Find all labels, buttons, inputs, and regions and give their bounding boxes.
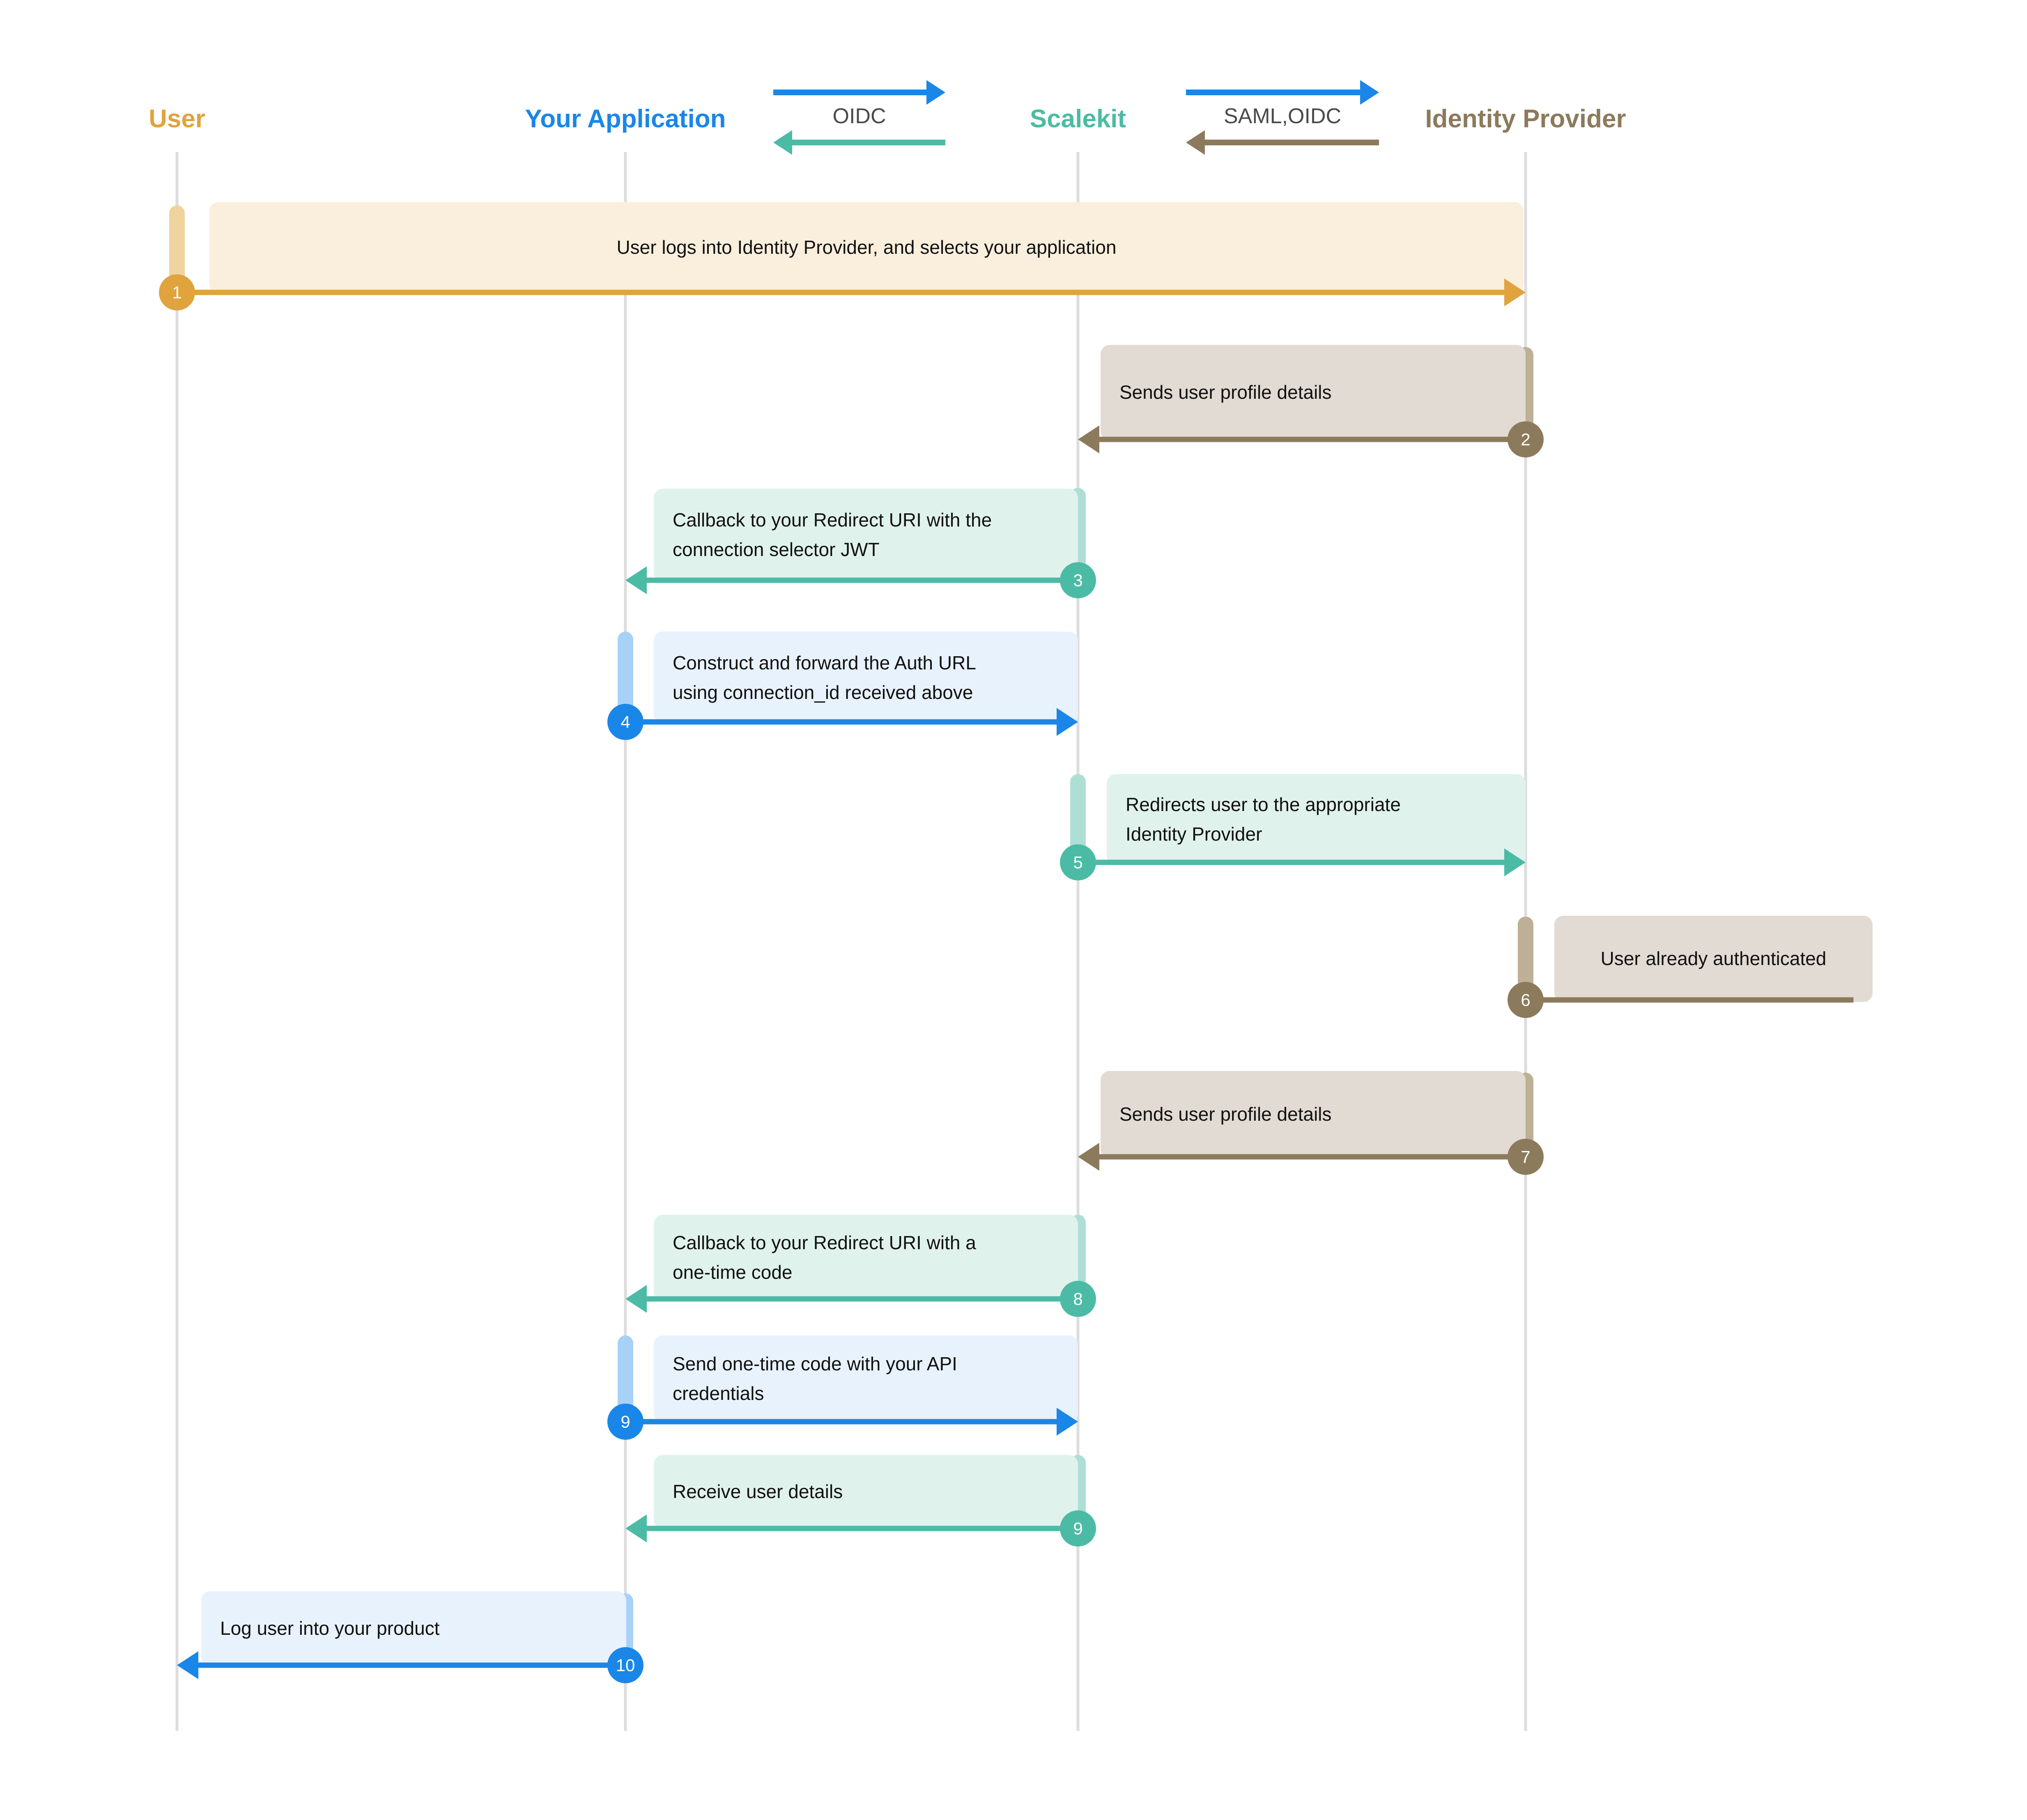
- lane-header-app: Your Application: [525, 105, 726, 133]
- step-badge-3[interactable]: 3: [1060, 562, 1096, 598]
- message-arrow-step-8: [625, 1285, 1078, 1313]
- activation-bar-step-6: [1518, 917, 1533, 996]
- message-step-2-1: Sends user profile details 2: [1078, 345, 1544, 457]
- step-number-label: 9: [621, 1412, 630, 1432]
- message-arrow-step-1: [177, 278, 1526, 306]
- message-text-step-5-line-0: Redirects user to the appropriate: [1126, 794, 1401, 815]
- step-number-label: 8: [1073, 1289, 1082, 1309]
- legend-oidc: OIDC: [773, 80, 945, 155]
- step-badge-9[interactable]: 9: [1060, 1510, 1096, 1547]
- messages-layer: User logs into Identity Provider, and se…: [159, 202, 1873, 1683]
- message-bubble-step-2: [1101, 345, 1526, 440]
- message-arrow-step-9: [625, 1514, 1078, 1542]
- message-bubble-step-9: [654, 1455, 1078, 1529]
- step-badge-6[interactable]: 6: [1508, 982, 1544, 1018]
- step-number-label: 5: [1073, 853, 1082, 872]
- message-bubble-step-5: [1107, 774, 1526, 865]
- message-text-step-9-line-1: credentials: [673, 1383, 764, 1404]
- legend-label-oidc: OIDC: [833, 104, 886, 128]
- step-badge-4[interactable]: 4: [607, 704, 643, 740]
- step-badge-9[interactable]: 9: [607, 1404, 643, 1440]
- legend-arrow-oidc-top: [773, 80, 945, 105]
- message-arrow-step-7: [1078, 1143, 1526, 1171]
- activation-bar-step-5: [1070, 774, 1086, 856]
- message-text-step-10-line-0: Log user into your product: [220, 1618, 440, 1639]
- step-number-label: 1: [172, 283, 182, 302]
- legend-arrow-oidc-bottom: [773, 130, 945, 155]
- message-text-step-7-line-0: Sends user profile details: [1119, 1103, 1332, 1125]
- step-badge-5[interactable]: 5: [1060, 844, 1096, 880]
- step-badge-2[interactable]: 2: [1508, 421, 1544, 457]
- message-bubble-step-7: [1101, 1071, 1526, 1158]
- message-bubble-step-1: [209, 202, 1524, 293]
- legend-label-saml-oidc: SAML,OIDC: [1224, 104, 1341, 128]
- legends-layer: OIDC SAML,OIDC: [773, 80, 1379, 155]
- message-arrow-step-3: [625, 566, 1078, 594]
- step-badge-8[interactable]: 8: [1060, 1281, 1096, 1317]
- message-bubble-step-10: [201, 1591, 626, 1666]
- message-step-4-3: Construct and forward the Auth URL using …: [607, 632, 1078, 740]
- step-badge-10[interactable]: 10: [607, 1647, 643, 1683]
- message-bubble-step-4: [654, 632, 1078, 724]
- message-text-step-3-line-0: Callback to your Redirect URI with the: [673, 509, 992, 531]
- lane-header-scalekit: Scalekit: [1030, 105, 1126, 133]
- message-arrow-step-4: [625, 708, 1078, 736]
- step-badge-1[interactable]: 1: [159, 274, 195, 310]
- message-step-8-7: Callback to your Redirect URI with a one-…: [625, 1215, 1096, 1317]
- message-arrow-step-10: [177, 1651, 625, 1679]
- message-bubble-step-3: [654, 489, 1078, 581]
- message-text-step-9-line-0: Send one-time code with your API: [673, 1353, 957, 1374]
- message-text-step-1-line-0: User logs into Identity Provider, and se…: [616, 237, 1116, 258]
- step-number-label: 4: [621, 712, 630, 732]
- message-bubble-step-8: [654, 1215, 1078, 1301]
- legend-saml-oidc: SAML,OIDC: [1186, 80, 1379, 155]
- legend-arrow-saml-oidc-bottom: [1186, 130, 1379, 155]
- step-number-label: 6: [1521, 990, 1530, 1010]
- message-text-step-4-line-1: using connection_id received above: [673, 682, 973, 703]
- message-step-3-2: Callback to your Redirect URI with the co…: [625, 488, 1096, 598]
- message-step-7-6: Sends user profile details 7: [1078, 1071, 1544, 1175]
- step-number-label: 2: [1521, 430, 1530, 449]
- message-text-step-8-line-0: Callback to your Redirect URI with a: [673, 1232, 976, 1253]
- message-text-step-2-line-0: Sends user profile details: [1119, 381, 1332, 403]
- message-step-9-9: Receive user details 9: [625, 1455, 1096, 1547]
- message-arrow-step-9: [625, 1408, 1078, 1436]
- message-step-5-4: Redirects user to the appropriateIdentit…: [1060, 774, 1526, 880]
- message-step-9-8: Send one-time code with your API credenti…: [607, 1335, 1078, 1440]
- message-text-step-9-line-0: Receive user details: [673, 1481, 843, 1502]
- step-badge-7[interactable]: 7: [1508, 1139, 1544, 1175]
- message-step-1-0: User logs into Identity Provider, and se…: [159, 202, 1526, 310]
- step-number-label: 7: [1521, 1147, 1530, 1167]
- legend-arrow-saml-oidc-top: [1186, 80, 1379, 105]
- message-text-step-5-line-1: Identity Provider: [1126, 823, 1262, 845]
- message-text-step-3-line-1: connection selector JWT: [673, 539, 880, 560]
- activation-bar-step-9: [618, 1335, 633, 1416]
- message-step-6-5: User already authenticated 6: [1508, 916, 1873, 1018]
- activation-bar-step-1: [169, 205, 185, 287]
- message-text-step-6-line-0: User already authenticated: [1601, 948, 1827, 969]
- lane-headers-layer: User Your Application Scalekit Identity Pro…: [149, 105, 1626, 133]
- step-number-label: 9: [1073, 1519, 1082, 1538]
- message-step-10-10: Log user into your product 10: [177, 1591, 643, 1683]
- message-arrow-step-2: [1078, 425, 1526, 453]
- message-bubble-step-9: [654, 1335, 1078, 1422]
- message-arrow-step-5: [1078, 848, 1526, 876]
- message-text-step-8-line-1: one-time code: [673, 1262, 793, 1283]
- step-number-label: 3: [1073, 571, 1082, 590]
- message-text-step-4-line-0: Construct and forward the Auth URL: [673, 652, 976, 673]
- lane-header-idp: Identity Provider: [1425, 105, 1626, 133]
- lane-header-user: User: [149, 105, 205, 133]
- step-number-label: 10: [616, 1656, 635, 1675]
- message-bubble-step-6: [1554, 916, 1873, 1002]
- activation-bar-step-4: [618, 632, 633, 715]
